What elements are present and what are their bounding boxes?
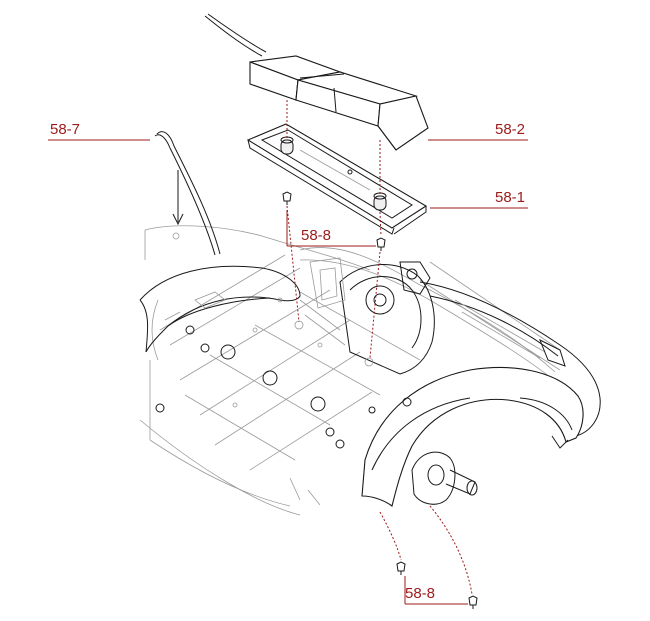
assembly-lines <box>286 100 473 595</box>
mounting-bosses <box>155 232 374 449</box>
callout-58-2: 58-2 <box>495 121 526 138</box>
screw-top-left <box>282 191 292 205</box>
screw-bottom-left <box>396 561 406 575</box>
callout-58-8-top: 58-8 <box>301 227 332 244</box>
left-fender <box>139 265 301 353</box>
callout-58-7: 58-7 <box>50 121 81 138</box>
wheel-hub <box>411 451 478 505</box>
screw-bottom-right <box>468 595 478 609</box>
callout-leaders <box>48 139 528 605</box>
cable-part-58-7 <box>154 131 221 256</box>
callout-58-8-bottom: 58-8 <box>405 585 436 602</box>
right-fender <box>361 367 584 507</box>
battery-pack-part-58-2 <box>204 13 429 151</box>
chassis-frame <box>139 225 561 516</box>
screw-top-right <box>376 237 386 251</box>
gear-housing <box>299 257 435 375</box>
callout-58-1: 58-1 <box>495 189 526 206</box>
